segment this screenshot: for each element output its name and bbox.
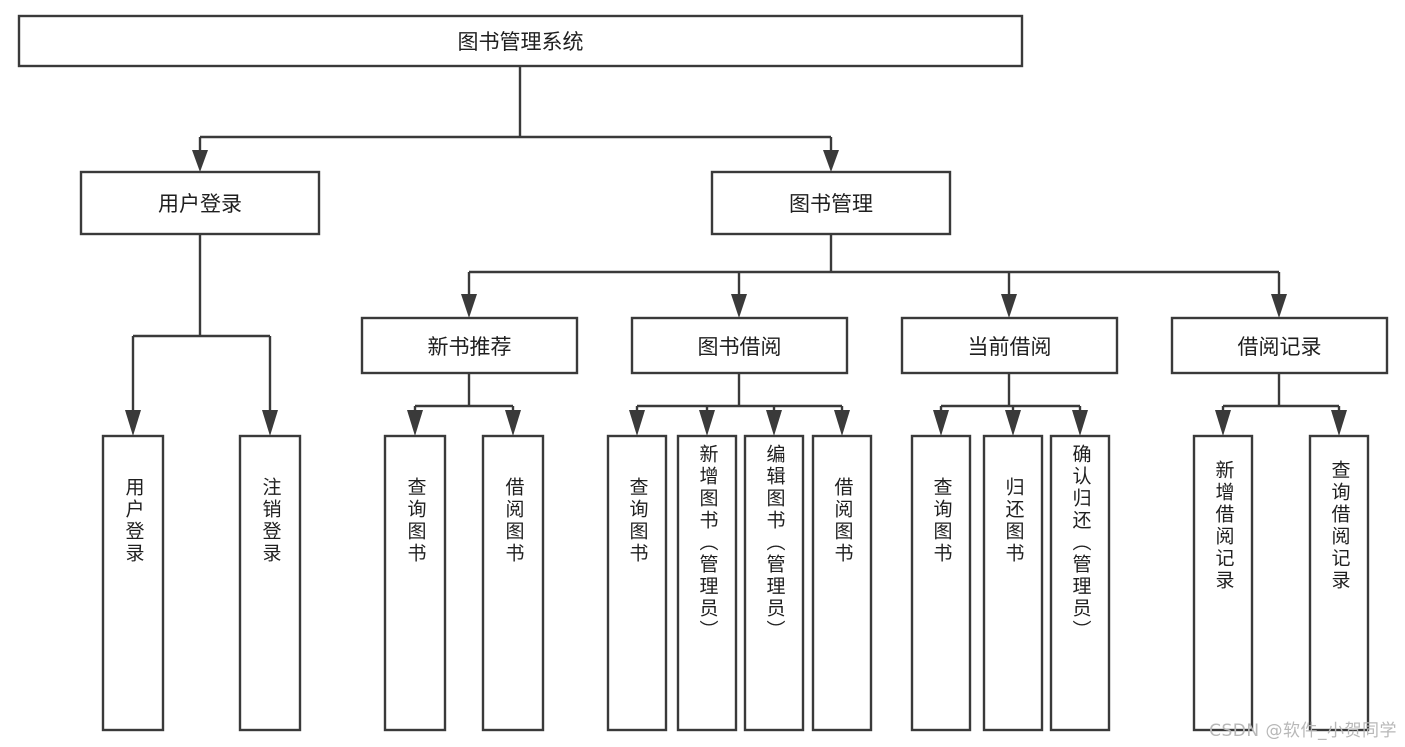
arrowhead-leaf-add-record bbox=[1215, 410, 1231, 436]
arrowhead-borrow-record bbox=[1271, 294, 1287, 318]
arrowhead-leaf-add-book bbox=[699, 410, 715, 436]
leaf-query-book-2[interactable] bbox=[606, 434, 668, 732]
leaf-borrow-book-2[interactable] bbox=[811, 434, 873, 732]
leaf-return-book[interactable] bbox=[982, 434, 1044, 732]
node-book-management[interactable] bbox=[710, 170, 952, 236]
leaf-query-book-1[interactable] bbox=[383, 434, 447, 732]
node-user-login[interactable] bbox=[79, 170, 321, 236]
arrowhead-leaf-user-login bbox=[125, 410, 141, 436]
leaf-logout-login[interactable] bbox=[238, 434, 302, 732]
leaf-query-book-3[interactable] bbox=[910, 434, 972, 732]
leaf-edit-book[interactable] bbox=[743, 434, 805, 732]
leaf-user-login[interactable] bbox=[101, 434, 165, 732]
arrowhead-leaf-edit-book bbox=[766, 410, 782, 436]
arrowhead-current-borrow bbox=[1001, 294, 1017, 318]
arrowhead-leaf-borrow-book-1 bbox=[505, 410, 521, 436]
node-new-book-recommend[interactable] bbox=[360, 316, 579, 375]
arrowhead-leaf-logout-login bbox=[262, 410, 278, 436]
arrowhead-user-login bbox=[192, 150, 208, 172]
csdn-watermark: CSDN @软件_小贺同学 bbox=[1209, 721, 1397, 741]
arrowhead-leaf-query-book-3 bbox=[933, 410, 949, 436]
node-book-borrow[interactable] bbox=[630, 316, 849, 375]
arrowhead-leaf-confirm-return bbox=[1072, 410, 1088, 436]
node-current-borrow[interactable] bbox=[900, 316, 1119, 375]
leaf-borrow-book-1[interactable] bbox=[481, 434, 545, 732]
arrowhead-leaf-return-book bbox=[1005, 410, 1021, 436]
arrowhead-new-book-recommend bbox=[461, 294, 477, 318]
node-borrow-record[interactable] bbox=[1170, 316, 1389, 375]
arrowhead-leaf-borrow-book-2 bbox=[834, 410, 850, 436]
arrowhead-book-borrow bbox=[731, 294, 747, 318]
node-root-system[interactable] bbox=[17, 14, 1024, 68]
leaf-query-record[interactable] bbox=[1308, 434, 1370, 732]
arrowhead-book-management bbox=[823, 150, 839, 172]
leaf-add-record[interactable] bbox=[1192, 434, 1254, 732]
arrowhead-leaf-query-book-2 bbox=[629, 410, 645, 436]
arrowhead-leaf-query-book-1 bbox=[407, 410, 423, 436]
arrowhead-leaf-query-record bbox=[1331, 410, 1347, 436]
leaf-add-book[interactable] bbox=[676, 434, 738, 732]
leaf-confirm-return[interactable] bbox=[1049, 434, 1111, 732]
